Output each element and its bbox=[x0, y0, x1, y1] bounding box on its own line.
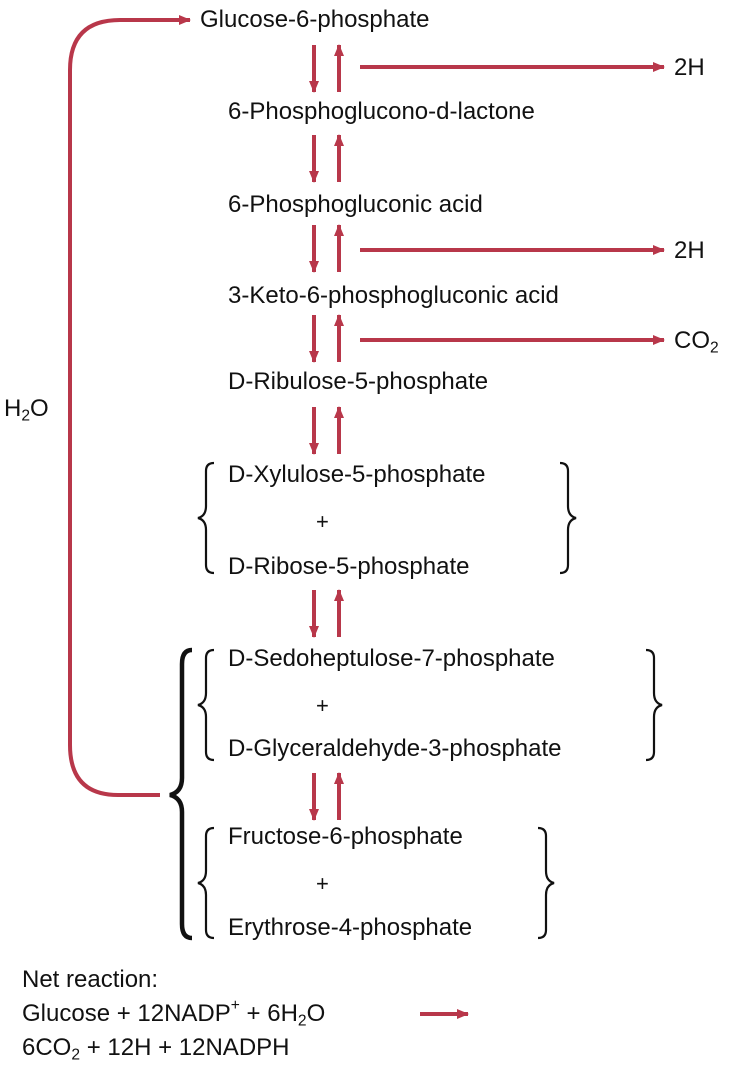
brace-outer-large bbox=[169, 647, 193, 941]
plus-sign-3: + bbox=[316, 871, 329, 896]
label-phosphogluconic-acid: 6-Phosphogluconic acid bbox=[228, 191, 483, 218]
brace-left-xylulose bbox=[197, 461, 215, 575]
net-line1-sup: + bbox=[230, 997, 240, 1015]
reversible-arrow-7 bbox=[309, 772, 344, 821]
plus-sign-2: + bbox=[316, 693, 329, 718]
product-2h-1: 2H bbox=[674, 54, 705, 81]
label-erythrose-4-phosphate: Erythrose-4-phosphate bbox=[228, 914, 473, 941]
brace-right-xylulose bbox=[559, 461, 577, 575]
h2o-tail: O bbox=[30, 395, 49, 422]
net-reaction-line-1: Glucose + 12NADP+ + 6H2O bbox=[22, 997, 326, 1030]
net-line2-sub: 2 bbox=[71, 1046, 81, 1064]
label-glyceraldehyde-3-phosphate: D-Glyceraldehyde-3-phosphate bbox=[228, 735, 562, 762]
net-reaction-heading: Net reaction: bbox=[22, 966, 159, 993]
label-phosphoglucono-lactone: 6-Phosphoglucono-d-lactone bbox=[228, 98, 535, 125]
net-line2-part-b: + 12H + 12NADPH bbox=[80, 1034, 290, 1061]
reversible-arrow-1 bbox=[309, 44, 344, 93]
label-ribulose-5-phosphate: D-Ribulose-5-phosphate bbox=[228, 368, 489, 395]
label-glucose-6-phosphate: Glucose-6-phosphate bbox=[200, 6, 430, 33]
product-2h-2: 2H bbox=[674, 237, 705, 264]
label-ribose-5-phosphate: D-Ribose-5-phosphate bbox=[228, 553, 470, 580]
net-line2-part-a: 6CO bbox=[22, 1034, 72, 1061]
net-reaction-line-2: 6CO2 + 12H + 12NADPH bbox=[22, 1033, 289, 1063]
net-line1-part-c: O bbox=[306, 1000, 326, 1027]
net-line1-part-b: + 6H bbox=[239, 1000, 298, 1027]
plus-sign-1: + bbox=[316, 509, 329, 534]
net-line1-part-a: Glucose + 12NADP bbox=[22, 1000, 231, 1027]
h2o-subscript: 2 bbox=[21, 407, 31, 425]
net-line1-sub: 2 bbox=[297, 1012, 307, 1030]
h2o-loop-arrow bbox=[68, 15, 191, 797]
reversible-arrow-4 bbox=[309, 314, 344, 363]
reversible-arrow-2 bbox=[309, 134, 344, 183]
loop-label-h2o: H2O bbox=[4, 395, 49, 425]
h2o-base: H bbox=[4, 395, 22, 422]
co2-subscript: 2 bbox=[710, 339, 719, 357]
label-fructose-6-phosphate: Fructose-6-phosphate bbox=[228, 823, 463, 850]
brace-left-fructose bbox=[197, 826, 215, 940]
label-sedoheptulose-7-phosphate: D-Sedoheptulose-7-phosphate bbox=[228, 645, 555, 672]
label-xylulose-5-phosphate: D-Xylulose-5-phosphate bbox=[228, 461, 486, 488]
brace-right-sedoheptulose bbox=[645, 648, 663, 762]
reversible-arrow-3 bbox=[309, 224, 344, 273]
label-keto-phosphogluconic-acid: 3-Keto-6-phosphogluconic acid bbox=[228, 282, 559, 309]
reversible-arrow-5 bbox=[309, 406, 344, 455]
brace-left-sedoheptulose bbox=[197, 648, 215, 762]
co2-base: CO bbox=[674, 327, 710, 354]
reversible-arrow-6 bbox=[309, 589, 344, 638]
brace-right-fructose bbox=[537, 826, 555, 940]
product-co2: CO2 bbox=[674, 327, 719, 357]
